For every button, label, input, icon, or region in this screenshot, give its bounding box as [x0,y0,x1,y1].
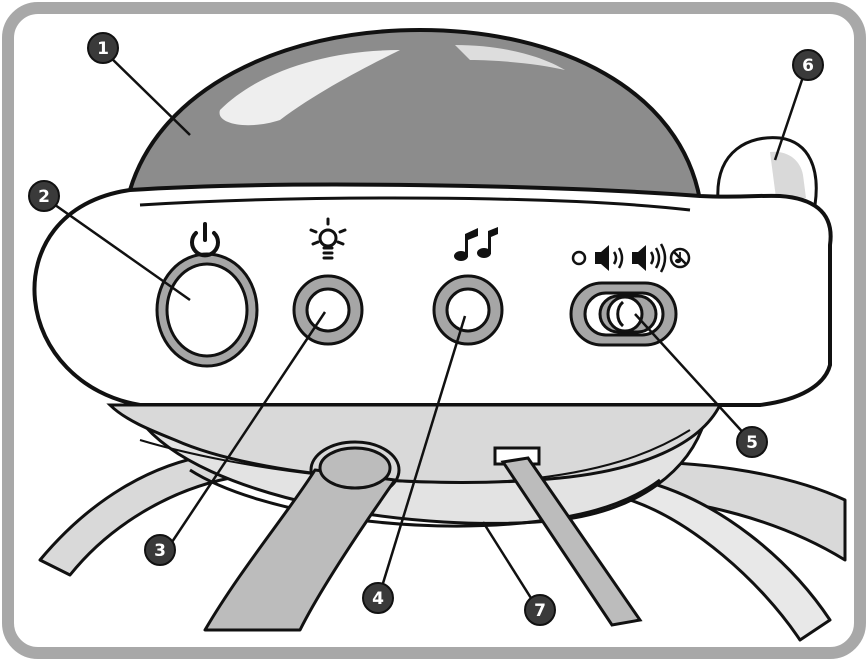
legs [38,453,847,642]
callout-2: 2 [28,180,60,212]
dome-highlight-small [455,45,565,70]
volume-slider[interactable] [569,281,678,347]
callout-3-number: 3 [154,541,166,561]
front-arm-left [203,440,401,632]
callout-7-number: 7 [534,601,546,621]
side-knob[interactable] [716,136,818,207]
dome-highlight [219,50,400,126]
music-notes-icon [454,227,498,261]
callout-6-number: 6 [802,56,814,76]
main-body [32,182,833,407]
body-seam [139,196,691,212]
callout-4-number: 4 [372,589,384,609]
light-bulb-icon [309,217,347,260]
callout-5-number: 5 [746,433,758,453]
volume-high-icon [632,243,667,273]
cable [493,446,643,627]
callout-3: 3 [144,534,176,566]
lower-band-line [139,429,691,484]
base-rim [189,468,661,528]
music-button[interactable] [432,274,504,346]
no-music-icon [669,247,691,269]
power-icon [190,222,220,258]
light-button[interactable] [292,274,364,346]
callout-1-number: 1 [97,39,109,59]
callout-7: 7 [524,594,556,626]
leader-lines [47,51,808,607]
power-button[interactable] [155,252,259,368]
callout-1: 1 [87,32,119,64]
callout-4: 4 [362,582,394,614]
callout-6: 6 [792,49,824,81]
volume-low-icon [595,245,624,271]
dome [127,27,703,203]
callout-2-number: 2 [38,187,50,207]
callout-5: 5 [736,426,768,458]
off-circle-icon [571,250,587,266]
